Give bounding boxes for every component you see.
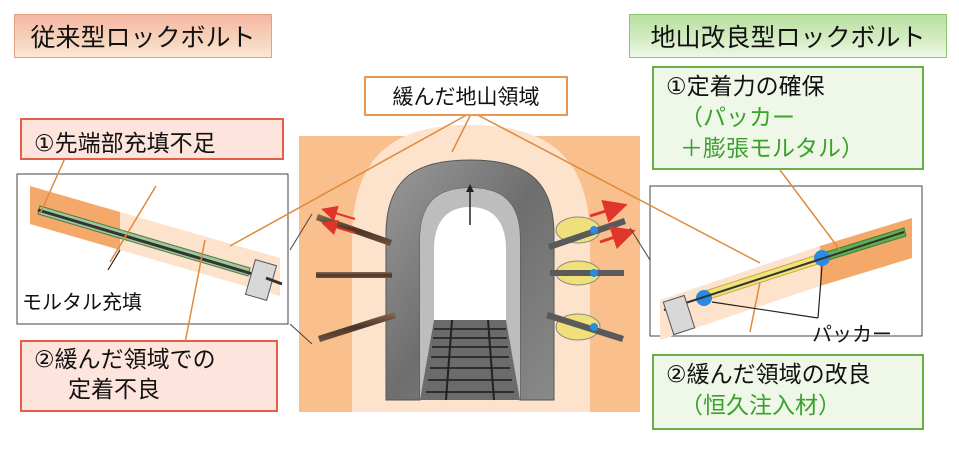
left-title: 従来型ロックボルト — [14, 14, 272, 58]
mortar-fill-label: モルタル充填 — [22, 290, 142, 314]
right-benefit-2-text: ②緩んだ領域の改良 — [666, 362, 871, 388]
left-issue-1: ①先端部充填不足 — [20, 118, 284, 160]
right-benefit-1-sub1: （パッカー — [680, 105, 795, 132]
right-benefit-1: ①定着力の確保 （パッカー ＋膨張モルタル） — [652, 66, 924, 170]
left-issue-1-text: ①先端部充填不足 — [34, 131, 216, 157]
tunnel-opening — [434, 207, 506, 320]
center-label-text: 緩んだ地山領域 — [392, 85, 540, 109]
left-issue-2-line2: 定着不良 — [68, 376, 160, 403]
right-benefit-2: ②緩んだ領域の改良 （恒久注入材） — [652, 354, 924, 430]
center-label: 緩んだ地山領域 — [364, 76, 568, 116]
right-benefit-2-sub: （恒久注入材） — [680, 393, 841, 420]
left-detail-panel — [16, 173, 289, 325]
tunnel-lining — [385, 159, 555, 401]
packer-label: パッカー — [812, 322, 892, 346]
right-benefit-1-sub2: ＋膨張モルタル） — [680, 136, 864, 163]
right-title: 地山改良型ロックボルト — [629, 14, 947, 58]
right-bolts — [546, 199, 636, 342]
leader-lines — [39, 111, 841, 344]
right-detail-panel — [649, 185, 923, 340]
right-title-text: 地山改良型ロックボルト — [650, 23, 926, 52]
track-bed — [420, 320, 520, 400]
left-issue-2-line1: ②緩んだ領域での — [34, 347, 216, 373]
left-title-text: 従来型ロックボルト — [30, 23, 256, 52]
right-benefit-1-text: ①定着力の確保 — [666, 74, 825, 100]
left-issue-2: ②緩んだ領域での 定着不良 — [20, 340, 278, 412]
tunnel-illustration — [299, 125, 640, 412]
left-bolts — [316, 205, 396, 342]
